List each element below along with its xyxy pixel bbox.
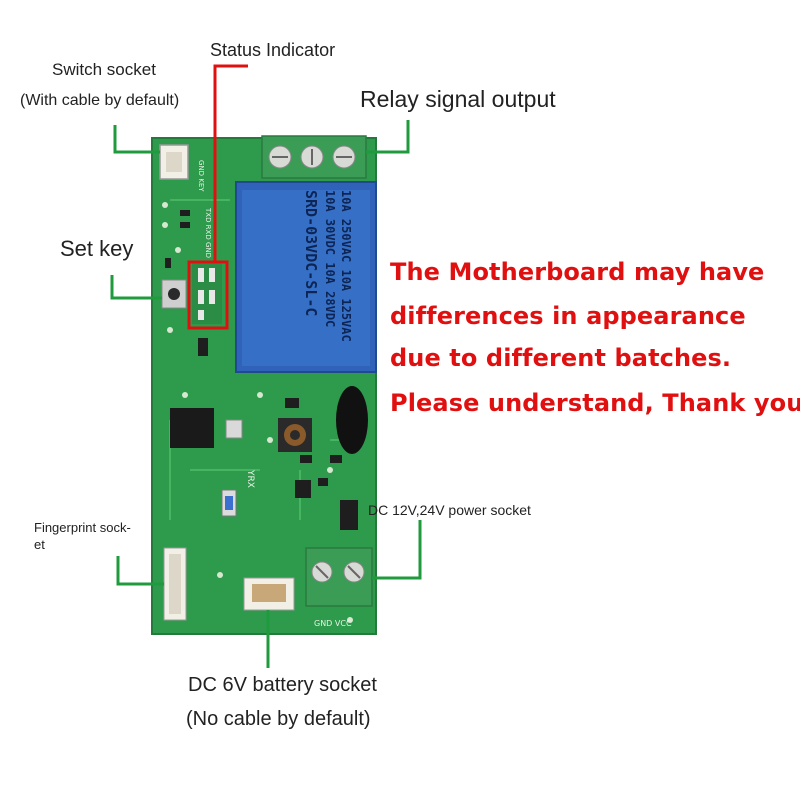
switch-socket-connector (159, 144, 189, 180)
crystal (221, 489, 237, 517)
set-key-label: Set key (60, 236, 134, 261)
leader-set-key (110, 275, 162, 300)
mcu-chip (170, 408, 243, 448)
silk-model-label: YRX (245, 469, 255, 488)
notice-line-2: differences in appearance (390, 302, 746, 330)
set-key-button-part (161, 279, 187, 309)
relay-rating-2: 10A 30VDC 10A 28VDC (323, 190, 337, 327)
silk-bottom-label: GND VCC (314, 619, 352, 628)
switch-socket-note: (With cable by default) (20, 92, 180, 109)
battery-socket-label: DC 6V battery socket (188, 674, 377, 696)
inductor (278, 418, 312, 452)
relay-terminal-block (261, 135, 367, 179)
fingerprint-socket-label-cont: et (34, 537, 45, 552)
leader-lines-green (110, 120, 422, 668)
relay: 10A 250VAC 10A 125VAC 10A 30VDC 10A 28VD… (235, 181, 377, 373)
leader-power-socket (372, 520, 422, 580)
status-indicator-label: Status Indicator (210, 40, 336, 60)
fingerprint-socket-connector (163, 547, 187, 621)
leader-status-indicator (187, 64, 248, 330)
dc-power-socket-label: DC 12V,24V power socket (368, 502, 531, 518)
notice-line-4: Please understand, Thank you! (390, 389, 800, 417)
relay-rating-1: 10A 250VAC 10A 125VAC (339, 190, 353, 342)
status-led-cluster (192, 262, 222, 324)
antenna (336, 386, 368, 454)
battery-socket-note: (No cable by default) (186, 708, 371, 730)
fingerprint-socket-label: Fingerprint sock- (34, 520, 131, 535)
switch-socket-label: Switch socket (52, 60, 156, 79)
leader-relay-output (366, 120, 410, 154)
notice-line-1: The Motherboard may have (390, 258, 765, 286)
notice-line-3: due to different batches. (390, 344, 732, 372)
power-terminal-block (305, 547, 373, 607)
relay-model: SRD-03VDC-SL-C (302, 190, 320, 316)
leader-switch-socket (113, 125, 160, 154)
silk-led-label: TXD RXD GND (204, 207, 212, 258)
battery-socket-connector (243, 577, 295, 611)
silk-top-label: GND KEY (197, 160, 205, 192)
relay-output-label: Relay signal output (360, 86, 556, 112)
leader-fingerprint (116, 556, 164, 586)
